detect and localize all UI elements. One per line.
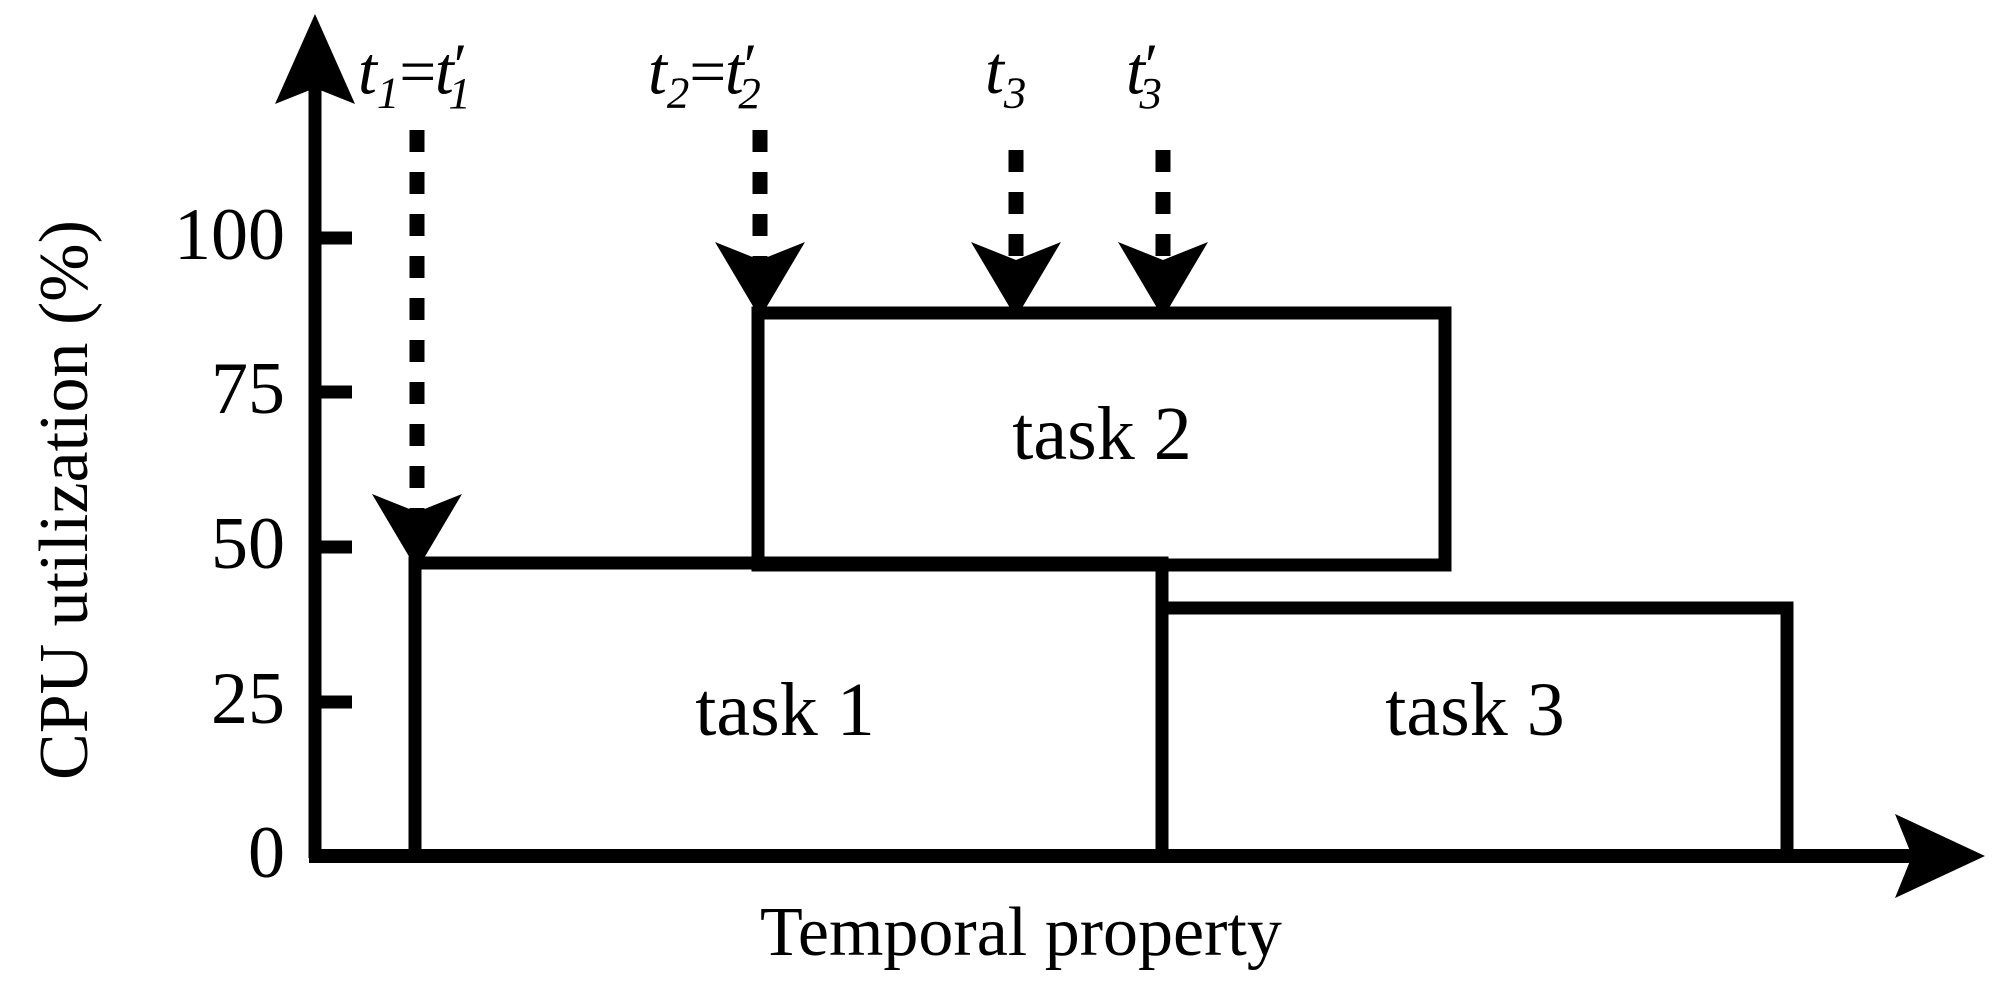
time-mark-t3-prime: t′3	[1126, 35, 1162, 118]
bar-task-3	[1155, 601, 1794, 856]
y-tick-label-50: 50	[211, 503, 285, 585]
y-tick-label-0: 0	[248, 812, 285, 894]
time-mark-t1-base: t	[358, 32, 377, 109]
x-axis	[309, 814, 1985, 898]
time-mark-t1-base2: t	[434, 32, 454, 109]
time-mark-t3-sub: 3	[1003, 67, 1027, 118]
time-mark-t1-eq: =	[399, 36, 436, 109]
y-tick-label-100: 100	[174, 194, 285, 276]
time-mark-t2-eq: =	[689, 36, 726, 109]
time-mark-t1-sub: 1	[376, 67, 400, 118]
annotation-arrow-t2	[715, 130, 805, 318]
time-mark-t2-base2: t	[724, 32, 744, 109]
bar-label-task-3: task 3	[1385, 668, 1565, 752]
time-mark-t3p-prime: ′	[1144, 32, 1159, 100]
time-mark-t2: t2=t′2	[648, 35, 761, 118]
time-mark-t2-prime: ′	[743, 32, 758, 100]
time-mark-t3p-sub: 3	[1139, 67, 1162, 118]
time-mark-t3p-base: t	[1126, 32, 1145, 109]
y-axis-title: CPU utilization (%)	[26, 220, 103, 780]
y-tick-label-75: 75	[211, 348, 285, 430]
time-mark-t2-sub: 2	[666, 67, 690, 118]
time-mark-t3-base: t	[985, 32, 1004, 108]
annotation-arrow-t3	[971, 150, 1061, 318]
y-axis	[275, 14, 355, 858]
time-mark-t2-base: t	[648, 32, 667, 109]
time-mark-t1: t1=t′1	[358, 35, 471, 118]
annotation-arrow-t3-prime	[1118, 150, 1208, 318]
y-axis-ticks	[315, 231, 352, 709]
bar-label-task-2: task 2	[1012, 392, 1192, 476]
time-mark-t1-sub2: 1	[448, 67, 471, 118]
x-axis-title: Temporal property	[760, 894, 1282, 971]
time-mark-t2-sub2: 2	[738, 67, 761, 118]
annotation-arrow-t1	[372, 130, 462, 570]
y-tick-label-25: 25	[211, 658, 285, 740]
time-mark-t1-prime: ′	[453, 32, 468, 100]
bar-task-2	[751, 306, 1452, 572]
time-mark-t3: t3	[985, 36, 1026, 115]
bar-label-task-1: task 1	[695, 668, 875, 752]
